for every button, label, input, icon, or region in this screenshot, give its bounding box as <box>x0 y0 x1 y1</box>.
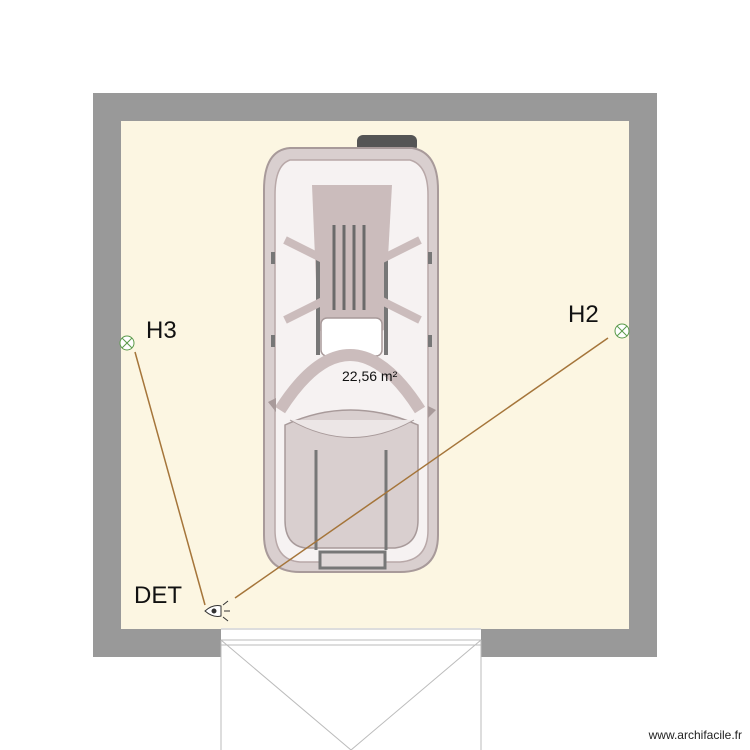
detector-icon <box>204 600 230 622</box>
garage-door-icon <box>220 639 482 750</box>
wire-h3-det <box>134 351 206 606</box>
wire-h2-det <box>234 337 609 599</box>
outlet-icon <box>119 335 135 351</box>
label-h3: H3 <box>146 317 177 344</box>
door-opening <box>221 628 481 658</box>
label-det: DET <box>134 582 182 609</box>
wires <box>134 337 609 606</box>
outlet-icon <box>614 323 630 339</box>
label-h2: H2 <box>568 301 599 328</box>
car-icon <box>263 135 439 573</box>
watermark-logo: www.archifacile.fr <box>648 728 742 742</box>
room-area: 22,56 m² <box>342 368 398 384</box>
